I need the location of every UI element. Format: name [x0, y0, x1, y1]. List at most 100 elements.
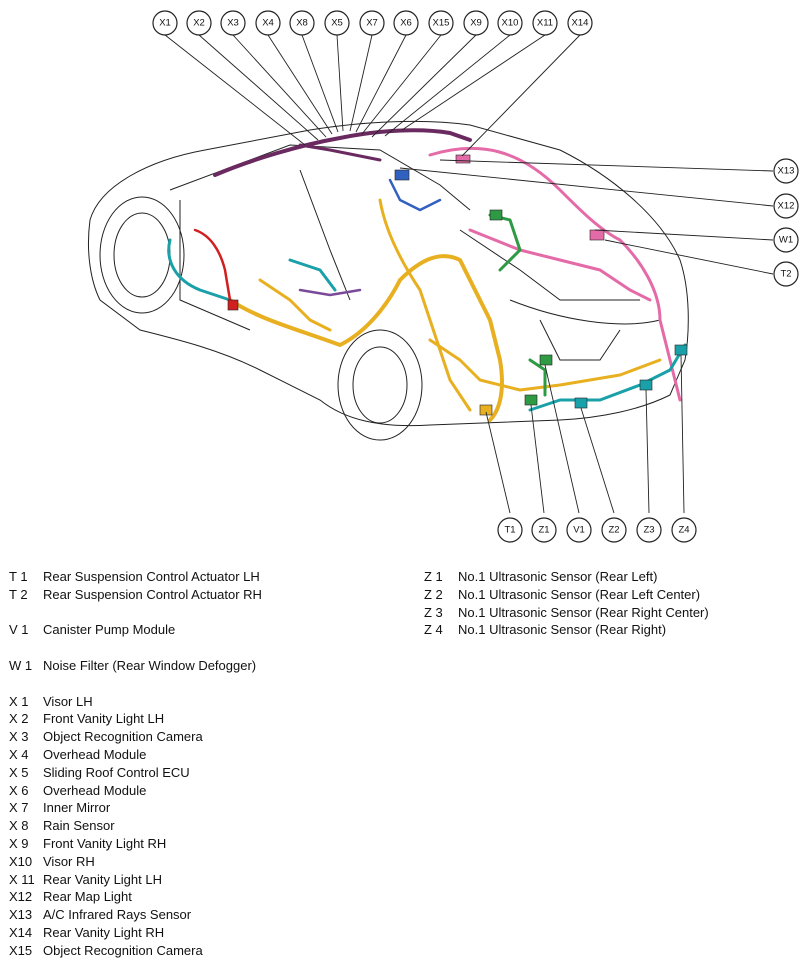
callout-label: X15 [433, 18, 450, 29]
connector [489, 209, 503, 221]
leader-lines-bottom [485, 354, 685, 514]
legend-label: No.1 Ultrasonic Sensor (Rear Left Center… [458, 586, 701, 602]
red-harness [193, 228, 232, 302]
callout-x1: X1 [152, 10, 178, 36]
callout-label: X13 [778, 166, 795, 177]
legend-code: X 4 [9, 746, 29, 762]
callout-label: Z4 [678, 525, 689, 536]
teal-harness-rear [528, 343, 687, 412]
legend-entry: X 8 Rain Sensor [9, 817, 262, 835]
legend-entry: X 11 Rear Vanity Light LH [9, 871, 262, 889]
pink-harness-2 [468, 228, 652, 302]
connector [479, 404, 493, 416]
legend-code: X12 [9, 889, 33, 905]
harness-diagram: X1 X2 X3 X4 X8 X5 X7 X6 X15 X9 X10 X11 X… [88, 10, 799, 543]
callout-label: X10 [502, 18, 519, 29]
legend-label: Rain Sensor [43, 818, 115, 834]
legend-entry: W 1 Noise Filter (Rear Window Defogger) [9, 657, 262, 675]
callout-label: X9 [470, 18, 482, 29]
rear-wheel [337, 329, 423, 441]
callout-label: X12 [778, 201, 795, 212]
yellow-harness-b [378, 198, 472, 412]
legend-label: Rear Vanity Light LH [43, 871, 162, 887]
legend-code: X15 [9, 942, 33, 958]
callout-label: X8 [296, 18, 308, 29]
legend-label: Visor LH [43, 693, 93, 709]
roof-harness-branch [298, 143, 382, 162]
callout-label: W1 [779, 235, 793, 246]
callout-label: X2 [193, 18, 205, 29]
callout-x11: X11 [532, 10, 558, 36]
callout-label: Z1 [538, 525, 549, 536]
legend-code: X 5 [9, 764, 29, 780]
legend-code: X 11 [9, 871, 35, 887]
callouts-right: X13 X12 W1 T2 [773, 158, 799, 287]
callout-label: V1 [573, 525, 585, 536]
legend-code: X14 [9, 924, 33, 940]
callout-x5: X5 [324, 10, 350, 36]
legend-label: Overhead Module [43, 782, 147, 798]
legend-code: Z 1 [424, 569, 443, 584]
harness-wires [167, 128, 687, 422]
callout-x2: X2 [186, 10, 212, 36]
callout-x4: X4 [255, 10, 281, 36]
yellow-harness-c [258, 278, 332, 332]
callout-label: T2 [780, 269, 791, 280]
legend-code: X 7 [9, 800, 29, 816]
legend-label: Rear Suspension Control Actuator RH [43, 586, 262, 602]
legend-code: X13 [9, 907, 33, 923]
yellow-harness-d [428, 338, 662, 392]
callout-t1: T1 [497, 517, 523, 543]
callout-label: T1 [504, 525, 515, 536]
callout-x15: X15 [428, 10, 454, 36]
leader-lines-right [399, 159, 774, 275]
leader-lines-top [164, 34, 581, 157]
legend-label: Noise Filter (Rear Window Defogger) [43, 657, 257, 673]
callout-x12: X12 [773, 193, 799, 219]
legend-code: X 6 [9, 782, 29, 798]
legend-label: Rear Vanity Light RH [43, 924, 165, 940]
legend-label: No.1 Ultrasonic Sensor (Rear Right Cente… [458, 604, 709, 620]
legend-entry: X14 Rear Vanity Light RH [9, 924, 262, 942]
callout-x6: X6 [393, 10, 419, 36]
callout-x13: X13 [773, 158, 799, 184]
blue-harness [388, 178, 442, 212]
callout-x14: X14 [567, 10, 593, 36]
legend-code: T 1 [9, 569, 28, 584]
legend-code: W 1 [9, 657, 33, 673]
callout-label: X3 [227, 18, 239, 29]
connector [455, 154, 471, 164]
callout-label: Z3 [643, 525, 654, 536]
callouts-bottom: T1 Z1 V1 Z2 Z3 Z4 [497, 517, 697, 543]
legend-label: Front Vanity Light LH [43, 711, 165, 727]
legend-label: Canister Pump Module [43, 622, 176, 638]
connector [574, 397, 588, 409]
callout-x9: X9 [463, 10, 489, 36]
callout-t2: T2 [773, 261, 799, 287]
teal-harness-mid [288, 258, 337, 292]
legend-label: Object Recognition Camera [43, 729, 203, 745]
callout-z2: Z2 [601, 517, 627, 543]
legend-label: Object Recognition Camera [43, 942, 203, 958]
callouts-top: X1 X2 X3 X4 X8 X5 X7 X6 X15 X9 X10 X11 X… [152, 10, 593, 36]
legend-code: X 8 [9, 818, 29, 834]
callout-x10: X10 [497, 10, 523, 36]
legend-code: X 3 [9, 729, 29, 745]
legend-entry: X 6 Overhead Module [9, 782, 262, 800]
roof-harness [213, 128, 472, 177]
front-wheel [99, 196, 185, 314]
legend-code: Z 3 [424, 604, 443, 620]
purple-harness-mid [298, 288, 362, 297]
